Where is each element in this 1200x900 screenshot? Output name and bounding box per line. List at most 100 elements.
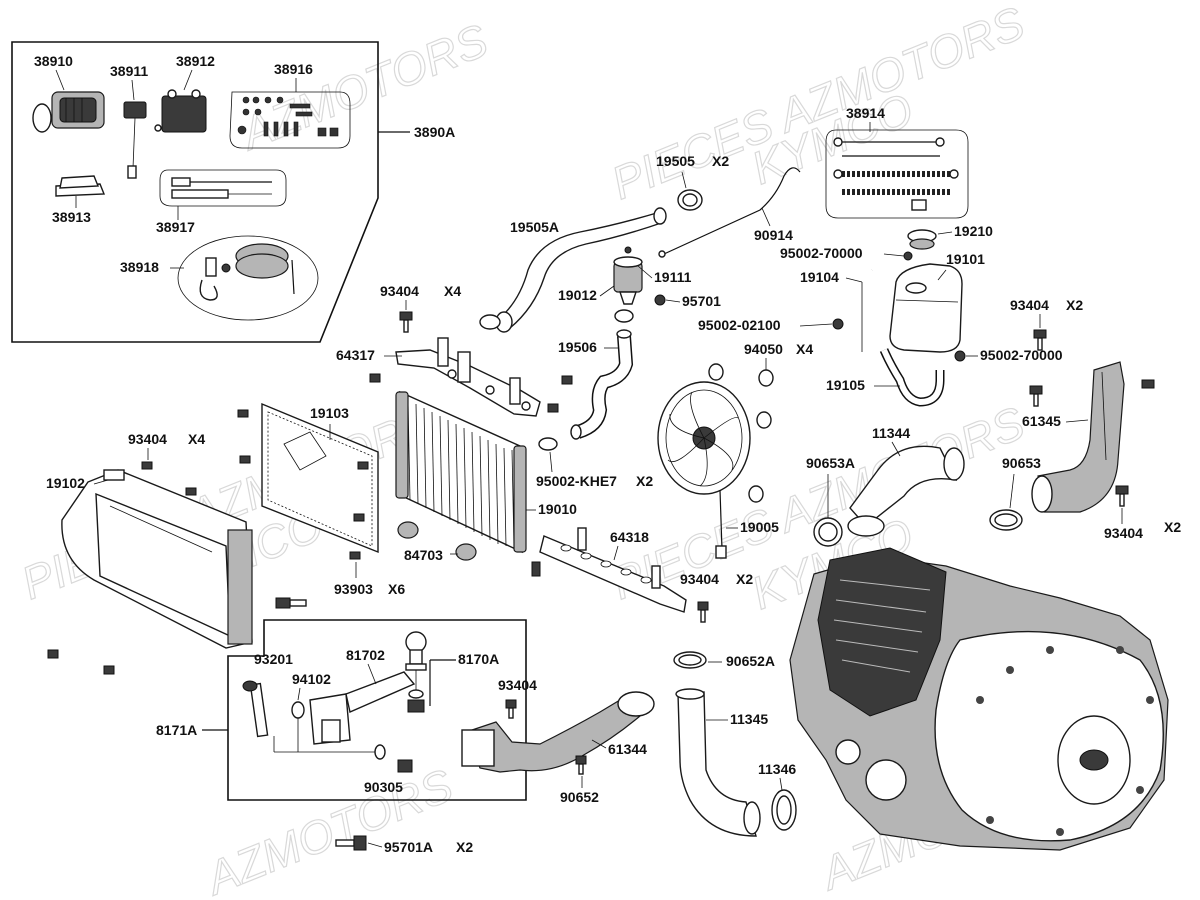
label-38912: 38912	[176, 53, 215, 69]
label-11346: 11346	[758, 761, 796, 777]
bracket-64318	[531, 527, 687, 613]
bolt-93404-b	[1033, 329, 1047, 351]
grommets-94050	[708, 363, 774, 503]
label-93903: 93903	[334, 581, 373, 597]
label-11344: 11344	[872, 425, 910, 441]
label-95002-khe7: 95002-KHE7	[536, 473, 617, 489]
label-19012: 19012	[558, 287, 597, 303]
label-93404-a-qty: X4	[444, 283, 461, 299]
screen-bolts	[141, 409, 369, 522]
label-19506: 19506	[558, 339, 597, 355]
hitch-ball	[405, 631, 427, 713]
clip-95002-70000-b	[954, 350, 966, 362]
label-93404-b: 93404	[1010, 297, 1049, 313]
reservoir-cap	[907, 229, 937, 250]
radiator-screen	[261, 402, 379, 554]
label-38914: 38914	[846, 105, 885, 121]
bolt-93903	[349, 551, 361, 560]
label-93404-b-qty: X2	[1066, 297, 1083, 313]
bolt-93404-g	[1115, 485, 1129, 507]
thermostat-housing	[613, 246, 643, 305]
label-19505: 19505	[656, 153, 695, 169]
hitch-group	[202, 619, 527, 801]
label-94102: 94102	[292, 671, 331, 687]
clamp-90653A	[813, 517, 843, 547]
clip-95002-02100	[832, 318, 844, 330]
hose-19505A	[495, 207, 667, 333]
winch-rope	[159, 169, 287, 207]
clamp-upper	[479, 309, 634, 330]
label-94050-qty: X4	[796, 341, 813, 357]
label-38916: 38916	[274, 61, 313, 77]
clamp-90653	[989, 509, 1023, 531]
winch-kit-group: 3890A 38910 38911 38912	[11, 41, 455, 343]
kit-outline	[11, 41, 379, 343]
label-93903-qty: X6	[388, 581, 405, 597]
bolt-95701	[654, 294, 666, 306]
label-38917: 38917	[156, 219, 195, 235]
clamp-khe7	[538, 437, 558, 451]
clamp-19505	[677, 189, 703, 211]
label-95002-70000-b: 95002-70000	[980, 347, 1063, 363]
bracket-64317	[395, 337, 541, 417]
label-19104: 19104	[800, 269, 839, 285]
clamp-11346	[771, 789, 797, 831]
label-93404-c: 93404	[128, 431, 167, 447]
label-61345: 61345	[1022, 413, 1061, 429]
hose-19105	[879, 348, 945, 407]
label-90914: 90914	[754, 227, 793, 243]
label-90652A: 90652A	[726, 653, 775, 669]
watermark: AZMOTORS	[231, 14, 494, 161]
bolt-93404-d	[697, 601, 709, 623]
winch-bracket	[55, 175, 106, 197]
label-93404-a: 93404	[380, 283, 419, 299]
label-93404-c-right-qty: X2	[1164, 519, 1181, 535]
label-11345: 11345	[730, 711, 768, 727]
label-93201: 93201	[254, 651, 293, 667]
label-38911: 38911	[110, 63, 148, 79]
label-19505-qty: X2	[712, 153, 729, 169]
label-93404-c-right: 93404	[1104, 525, 1143, 541]
bolt-93404-f	[505, 699, 517, 719]
winch-hardware	[229, 91, 351, 149]
label-94050: 94050	[744, 341, 783, 357]
label-8170A: 8170A	[458, 651, 499, 667]
label-90652: 90652	[560, 789, 599, 805]
label-90653: 90653	[1002, 455, 1041, 471]
small-bolts	[369, 373, 573, 413]
label-19111: 19111	[654, 269, 692, 285]
nut-90305	[397, 759, 413, 773]
label-19101: 19101	[946, 251, 985, 267]
watermark: PIECES AZMOTORS	[604, 0, 1031, 209]
label-38918: 38918	[120, 259, 159, 275]
winch-relay	[154, 89, 207, 133]
bolt-93404-b3	[1141, 379, 1155, 389]
label-19103: 19103	[310, 405, 349, 421]
label-19210: 19210	[954, 223, 993, 239]
clamp-90652A	[673, 651, 707, 669]
intake-duct-61345	[1031, 361, 1125, 513]
cooling-fan	[657, 381, 751, 559]
winch-switch	[123, 101, 147, 179]
label-90305: 90305	[364, 779, 403, 795]
label-95002-02100: 95002-02100	[698, 317, 781, 333]
duct-11344	[847, 445, 965, 537]
kit-label: 3890A	[414, 124, 455, 140]
bolt-93404-a	[399, 311, 413, 333]
label-90653A: 90653A	[806, 455, 855, 471]
label-95002-khe7-qty: X2	[636, 473, 653, 489]
label-38910: 38910	[34, 53, 73, 69]
label-8171A: 8171A	[156, 722, 197, 738]
label-93404-f: 93404	[498, 677, 537, 693]
shroud-bolts	[47, 597, 307, 675]
label-64318: 64318	[610, 529, 649, 545]
overflow-tube	[658, 167, 801, 258]
label-84703: 84703	[404, 547, 443, 563]
hitch-outline	[227, 619, 527, 801]
label-19005: 19005	[740, 519, 779, 535]
coolant-reservoir	[889, 263, 963, 353]
label-64317: 64317	[336, 347, 375, 363]
label-81702: 81702	[346, 647, 385, 663]
label-95701A: 95701A	[384, 839, 433, 855]
watermark: AZMOTORS	[196, 759, 459, 900]
